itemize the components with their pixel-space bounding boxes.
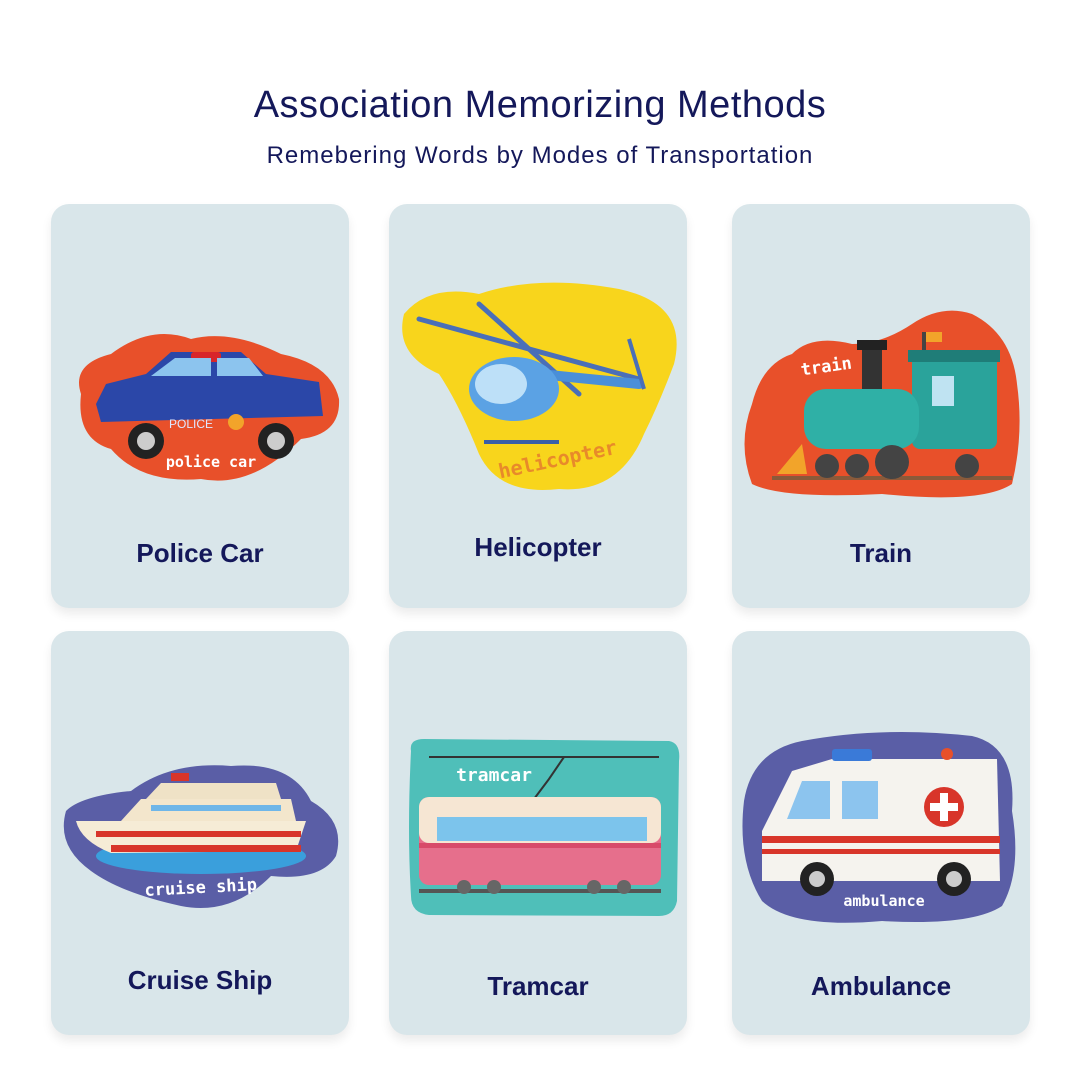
card-label: Train — [849, 538, 913, 568]
card-ambulance: ambulance Ambulance — [732, 631, 1030, 1035]
card-tramcar: tramcar Tramcar — [389, 631, 687, 1035]
helicopter-illustration: helicopter — [402, 282, 677, 490]
card-label: Ambulance — [810, 971, 952, 1001]
sticker-text: police car — [166, 453, 256, 471]
page-title: Association Memorizing Methods — [253, 84, 827, 126]
card-helicopter: helicopter Helicopter — [389, 204, 687, 608]
card-label: Helicopter — [474, 532, 602, 562]
ambulance-illustration: ambulance — [742, 732, 1016, 923]
card-cruise-ship: cruise ship Cruise Ship — [51, 631, 349, 1035]
card-label: Police Car — [136, 538, 264, 568]
sticker-text: ambulance — [843, 892, 924, 910]
police-text: POLICE — [169, 417, 213, 431]
police-car-illustration: POLICE police car — [79, 334, 340, 481]
card-label: Tramcar — [487, 971, 589, 1001]
cruise-ship-illustration: cruise ship — [63, 765, 339, 908]
sticker-text: tramcar — [456, 765, 532, 786]
card-train: train Train — [732, 204, 1030, 608]
card-police-car: POLICE police car Police Car — [51, 204, 349, 608]
page-subtitle: Remebering Words by Modes of Transportat… — [266, 142, 814, 169]
tramcar-illustration: tramcar — [409, 739, 680, 916]
train-illustration: train — [744, 310, 1020, 498]
card-label: Cruise Ship — [127, 965, 273, 995]
